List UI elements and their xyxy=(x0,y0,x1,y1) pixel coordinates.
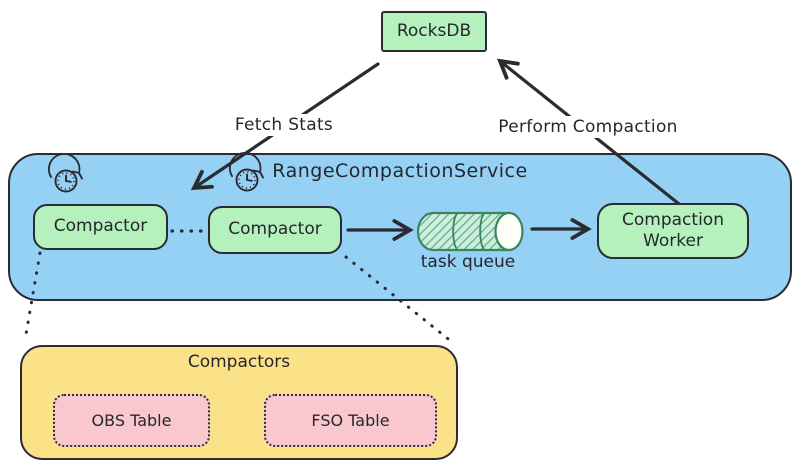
edge-label-perform-compaction: Perform Compaction xyxy=(491,116,685,138)
service-title: RangeCompactionService xyxy=(272,160,528,182)
fso-table-label: FSO Table xyxy=(311,411,390,430)
obs-table-label: OBS Table xyxy=(91,411,172,430)
node-rocksdb: RocksDB xyxy=(381,11,487,52)
compactors-group-title: Compactors xyxy=(187,352,291,372)
node-fso-table: FSO Table xyxy=(264,394,437,447)
node-obs-table: OBS Table xyxy=(53,394,210,447)
compactor-left-label: Compactor xyxy=(53,216,148,237)
compactor-right-label: Compactor xyxy=(228,219,322,240)
node-compactor-left: Compactor xyxy=(33,204,168,250)
compaction-worker-label: Compaction Worker xyxy=(622,209,724,251)
edge-label-fetch-stats: Fetch Stats xyxy=(222,114,346,136)
task-queue-label: task queue xyxy=(420,252,516,272)
rocksdb-label: RocksDB xyxy=(396,20,472,41)
node-compaction-worker: Compaction Worker xyxy=(597,203,749,259)
node-compactor-right: Compactor xyxy=(208,206,342,254)
